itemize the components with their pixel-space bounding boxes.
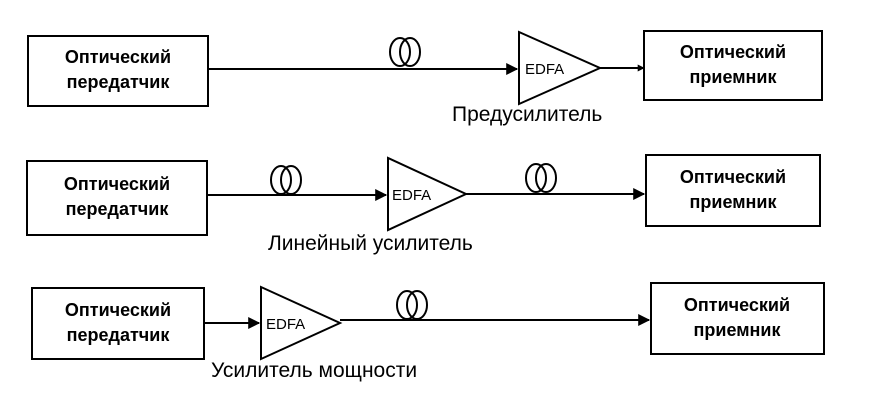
- transmitter-label-line2: передатчик: [67, 325, 171, 345]
- transmitter-label-line2: передатчик: [66, 199, 170, 219]
- configuration-caption: Линейный усилитель: [268, 232, 473, 255]
- configuration-caption: Предусилитель: [452, 103, 602, 126]
- fiber-coil-icon: [389, 37, 421, 67]
- transmitter-label-line1: Оптический: [65, 47, 171, 67]
- row-power-amplifier: Оптический передатчик EDFA Оптический пр…: [31, 282, 825, 382]
- edfa-amplifier-icon: [387, 156, 469, 232]
- fiber-coil-icon: [525, 163, 557, 193]
- receiver-label-line2: приемник: [690, 192, 778, 212]
- transmitter-label-line1: Оптический: [65, 300, 171, 320]
- row-preamplifier: Оптический передатчик EDFA Оптический пр…: [27, 30, 823, 126]
- receiver-label-line2: приемник: [690, 67, 778, 87]
- receiver-label-line1: Оптический: [680, 167, 786, 187]
- fiber-coil-icon: [396, 290, 428, 320]
- configuration-caption: Усилитель мощности: [211, 359, 417, 382]
- transmitter-box: [26, 160, 208, 236]
- transmitter-label-line1: Оптический: [64, 174, 170, 194]
- edfa-amplifier-icon: [260, 285, 343, 361]
- receiver-label-line1: Оптический: [680, 42, 786, 62]
- receiver-box: [645, 154, 821, 227]
- transmitter-box: [27, 35, 209, 107]
- amplifier-label: EDFA: [266, 316, 305, 333]
- receiver-label-line2: приемник: [694, 320, 782, 340]
- edfa-amplifier-icon: [518, 30, 603, 106]
- transmitter-box: [31, 287, 205, 360]
- transmitter-label-line2: передатчик: [67, 72, 171, 92]
- fiber-coil-icon: [270, 165, 302, 195]
- amplifier-label: EDFA: [392, 187, 431, 204]
- receiver-box: [650, 282, 825, 355]
- receiver-box: [643, 30, 823, 101]
- amplifier-label: EDFA: [525, 61, 564, 78]
- row-line-amplifier: Оптический передатчик EDFA Оптический пр…: [26, 154, 821, 255]
- receiver-label-line1: Оптический: [684, 295, 790, 315]
